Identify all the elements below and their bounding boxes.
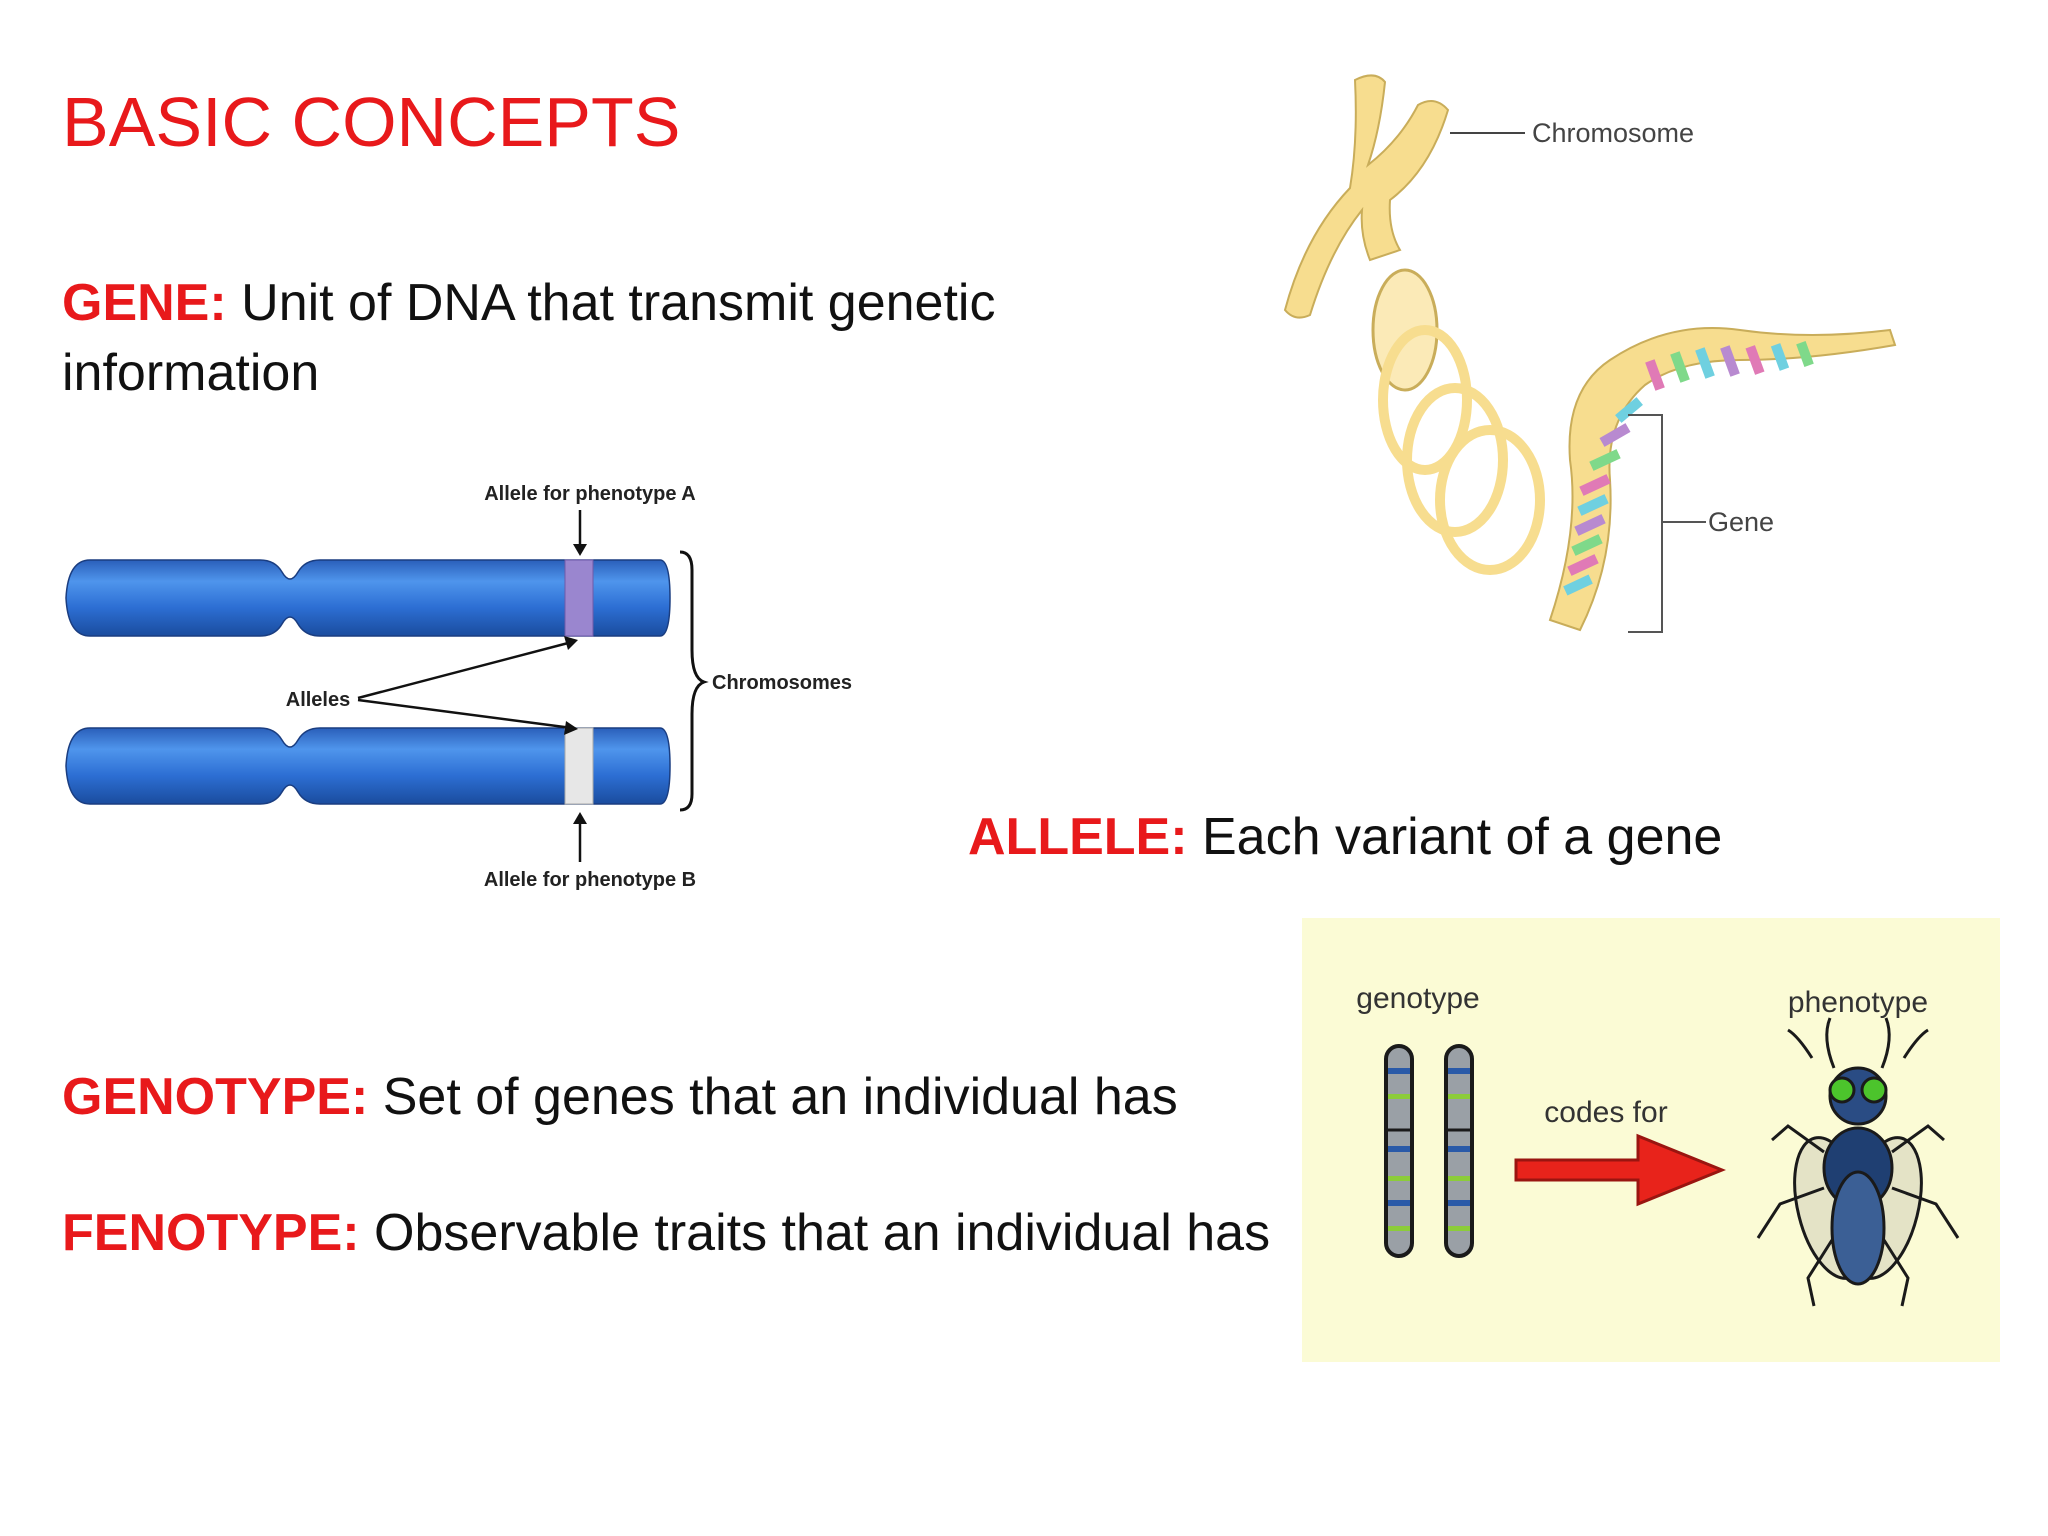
arrow-alleles-to-b xyxy=(357,698,573,730)
label-chromosome: Chromosome xyxy=(1532,118,1694,148)
fly-icon xyxy=(1756,1017,1960,1307)
definition-genotype: GENOTYPE: Set of genes that an individua… xyxy=(62,1062,1178,1132)
chromosome-shape xyxy=(1283,74,1450,319)
arrow-allele-a-head xyxy=(573,544,587,556)
arrow-alleles-to-a-head xyxy=(564,636,578,650)
label-phenotype: phenotype xyxy=(1788,986,1928,1019)
genotype-phenotype-diagram: genotype phenotype codes for xyxy=(1302,918,2000,1362)
label-gene: Gene xyxy=(1708,507,1774,537)
codes-for-arrow-icon xyxy=(1514,1133,1726,1207)
definition-fenotype-text: Observable traits that an individual has xyxy=(359,1204,1271,1262)
label-allele-phenotype-a: Allele for phenotype A xyxy=(484,483,696,505)
chromosome-pair-icon xyxy=(1384,1044,1474,1258)
definition-allele-text: Each variant of a gene xyxy=(1187,808,1723,866)
slide-title: BASIC CONCEPTS xyxy=(62,83,681,161)
chromosome-bottom xyxy=(65,727,671,805)
label-chromosomes: Chromosomes xyxy=(712,672,852,694)
definition-gene-text: Unit of DNA that transmit genetic inform… xyxy=(62,274,996,402)
label-genotype: genotype xyxy=(1356,982,1479,1015)
allele-band-b xyxy=(564,727,594,805)
chromosome-dna-gene-diagram: Chromosome Gene xyxy=(1283,74,1897,633)
term-genotype: GENOTYPE: xyxy=(62,1068,369,1126)
coiled-dna-ribbon xyxy=(1371,268,1542,572)
arrow-allele-b-head xyxy=(573,812,587,824)
term-fenotype: FENOTYPE: xyxy=(62,1204,360,1262)
term-allele: ALLELE: xyxy=(968,808,1188,866)
dna-base-pairs xyxy=(1563,341,1814,596)
term-gene: GENE: xyxy=(62,274,227,332)
gene-bracket xyxy=(1628,414,1663,633)
label-allele-phenotype-b: Allele for phenotype B xyxy=(484,869,696,891)
chromosome-top xyxy=(65,559,671,637)
definition-fenotype: FENOTYPE: Observable traits that an indi… xyxy=(62,1198,1270,1268)
chromosomes-brace xyxy=(679,550,709,812)
allele-chromosome-diagram: Allele for phenotype A Chromosomes Allel… xyxy=(65,483,852,891)
label-alleles: Alleles xyxy=(286,689,350,711)
definition-allele: ALLELE: Each variant of a gene xyxy=(968,802,1722,872)
definition-gene: GENE: Unit of DNA that transmit genetic … xyxy=(62,268,1042,408)
allele-band-a xyxy=(564,559,594,637)
arrow-alleles-to-b-head xyxy=(564,721,578,735)
definition-genotype-text: Set of genes that an individual has xyxy=(368,1068,1178,1126)
label-codes-for: codes for xyxy=(1544,1096,1667,1129)
arrow-alleles-to-a xyxy=(357,640,573,700)
coiled-dna-fill xyxy=(1378,325,1545,575)
